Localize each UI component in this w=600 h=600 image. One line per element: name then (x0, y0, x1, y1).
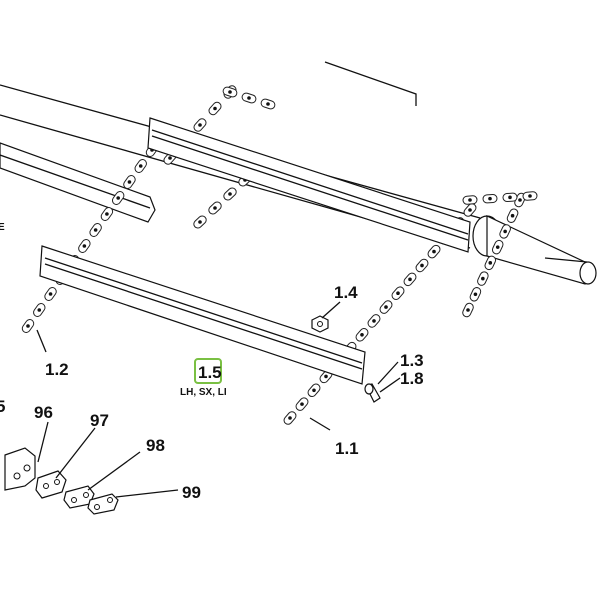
label-1-3[interactable]: 1.3 (400, 351, 424, 370)
chain-pin (468, 198, 472, 202)
chain-pin (488, 261, 493, 265)
chain-pin (508, 195, 512, 200)
slat-front (39, 245, 366, 385)
chain-pin (105, 212, 109, 216)
chain-pin (26, 324, 30, 328)
label-1-8[interactable]: 1.8 (400, 369, 424, 388)
connector-link-96 (4, 447, 36, 491)
chain-pin (127, 180, 132, 184)
frame-edge-line (324, 61, 417, 106)
chain-pin (213, 106, 217, 111)
chain-pin (138, 164, 143, 168)
chain-pin (93, 228, 98, 232)
chain-pin (468, 208, 472, 212)
label-1-2[interactable]: 1.2 (45, 360, 69, 379)
chain-pin (384, 305, 388, 309)
chain-pin (324, 374, 328, 379)
chain-pin (518, 198, 522, 202)
label-99[interactable]: 99 (182, 483, 201, 502)
connector-link-98 (63, 485, 95, 509)
chain-pin (481, 276, 485, 281)
chain-pin (495, 245, 500, 249)
chain-pin (247, 96, 251, 100)
chain-pin (168, 156, 172, 160)
chain-pin (37, 308, 42, 312)
chain-assemblies (21, 85, 538, 425)
slat-upper (147, 117, 471, 253)
chain-pin (396, 291, 400, 296)
chain-pin (408, 277, 412, 282)
label-97[interactable]: 97 (90, 411, 109, 430)
label-1-5-variant: LH, SX, LI (180, 387, 227, 398)
leader-lines (36, 301, 401, 498)
chain-pin (473, 292, 478, 297)
chain-pin (300, 402, 304, 406)
label-1-4[interactable]: 1.4 (334, 283, 358, 302)
chain-pin (432, 249, 436, 254)
chain-pin (228, 90, 232, 94)
label-1-5[interactable]: 1.5 (198, 363, 222, 382)
chain-pin (312, 388, 316, 393)
chain-pin (82, 244, 87, 248)
selection-highlight[interactable] (194, 358, 222, 384)
connector-link-99 (87, 493, 119, 515)
chain-pin (503, 229, 507, 234)
connector-link-97 (35, 470, 67, 499)
bolt-part (364, 383, 381, 403)
chain-pin (116, 196, 120, 200)
chain-pin (266, 102, 270, 106)
nut-part (311, 315, 329, 333)
label-1-1[interactable]: 1.1 (335, 439, 359, 458)
chain-pin (228, 192, 232, 196)
chain-pin (528, 194, 532, 198)
chain-pin (466, 308, 470, 312)
label-e-partial: E (0, 222, 5, 233)
chain-pin (288, 416, 292, 420)
chain-pin (198, 123, 202, 127)
chain-pin (510, 213, 515, 218)
chain-pin (372, 319, 376, 323)
label-98[interactable]: 98 (146, 436, 165, 455)
chain-pin (48, 292, 53, 296)
chain-pin (420, 263, 424, 268)
label-96[interactable]: 96 (34, 403, 53, 422)
chain-pin (360, 333, 364, 337)
main-shaft (0, 84, 597, 285)
chain-pin (198, 220, 202, 224)
label-5-partial: 5 (0, 397, 5, 416)
chain-pin (488, 196, 492, 201)
chain-pin (213, 206, 217, 210)
